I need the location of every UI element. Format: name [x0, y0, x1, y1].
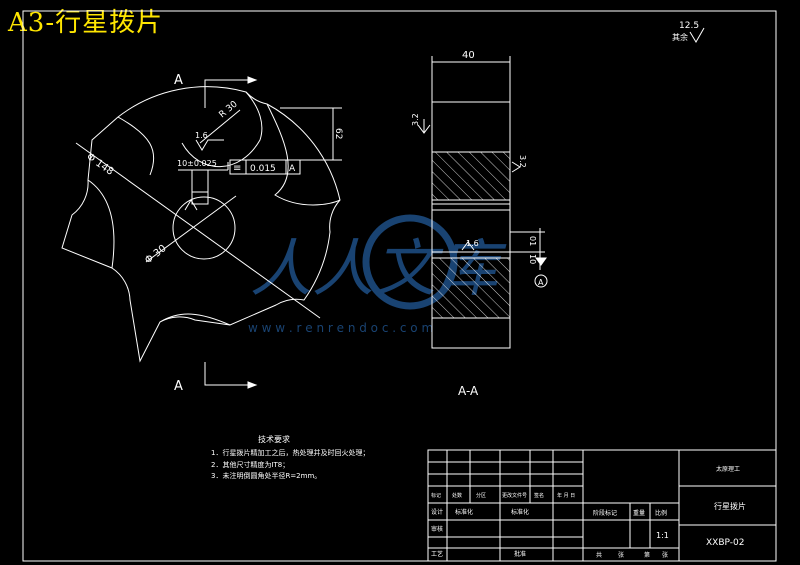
tb-rev-h1: 处数: [452, 492, 462, 499]
tb-page: 第: [644, 551, 650, 559]
rough-sec-left-val: 3.2: [411, 113, 420, 126]
sheet-border: [22, 10, 777, 562]
bore-leader: [145, 195, 237, 263]
slot-arc-3: [266, 103, 341, 206]
datum-circle: [534, 274, 548, 288]
tb-process: 工艺: [431, 550, 443, 558]
dia-leader: [75, 142, 321, 319]
sec-dim-small2: 10: [528, 254, 537, 264]
tb-rev-h0: 标记: [431, 492, 441, 499]
dim-62: 62: [333, 128, 343, 139]
datum-triangle: [535, 257, 547, 266]
section-mark-top: A: [174, 73, 183, 88]
tb-sheet2: 张: [662, 551, 668, 559]
star-outline: [61, 86, 341, 363]
tb-scale-label: 比例: [655, 509, 667, 517]
title-block: [427, 449, 777, 562]
tech-line-1: 1．行星拨片精加工之后，热处理并及时回火处理；: [211, 448, 369, 457]
slot-arc-1: [117, 116, 155, 176]
keyway-width: 10±0.025: [177, 159, 217, 168]
tb-sheet: 张: [618, 551, 624, 559]
slot-arc-2: [181, 91, 263, 168]
tb-weight-label: 重量: [633, 509, 645, 517]
sec-dim-small: 01: [528, 236, 537, 246]
section-arrow-bottom: [204, 362, 248, 386]
keyway: [191, 191, 209, 205]
radius-leader: [199, 109, 241, 144]
tb-design: 设计: [431, 508, 443, 516]
rough-sec-left: [417, 119, 431, 134]
tb-outer: [427, 449, 777, 562]
rough-sec-right: [511, 161, 521, 173]
tb-standardize2: 标准化: [511, 508, 529, 516]
tb-rev-h4: 签名: [534, 492, 544, 499]
section-mark-bottom: A: [174, 379, 183, 394]
slot-arc-4: [87, 179, 115, 269]
watermark-url: w w w . r e n r e n d o c . c o m: [248, 321, 433, 335]
hatch-lower: [431, 257, 511, 319]
corner-roughness-label: 其余: [672, 32, 688, 42]
radius-label: R 30: [218, 99, 240, 120]
datum-marker: A: [538, 278, 544, 287]
section-arrowhead-top: [247, 76, 258, 84]
tb-review: 审核: [431, 525, 443, 533]
tb-rev-h2: 分区: [476, 492, 486, 499]
section-arrowhead-bottom: [247, 381, 258, 389]
tech-line-3: 3．未注明倒圆角处半径R=2mm。: [211, 471, 321, 480]
tb-stage-label: 阶段标记: [593, 509, 617, 517]
corner-roughness-value: 12.5: [679, 21, 699, 31]
tb-rev-h3: 更改文件号: [502, 492, 527, 499]
center-bore: [172, 196, 236, 260]
corner-roughness-symbol: [689, 27, 705, 43]
tb-drawing-no: XXBP-02: [706, 538, 744, 548]
tech-heading: 技术要求: [258, 434, 290, 444]
section-view: [417, 56, 548, 349]
tb-rev-h5: 年 月 日: [557, 492, 575, 499]
roughness-front-symbol: [195, 139, 224, 151]
tb-approve: 批准: [514, 550, 526, 558]
tol-cell-3: [285, 159, 301, 175]
tolerance-frame: [229, 159, 301, 175]
tb-part-name: 行星拨片: [714, 501, 746, 511]
drawing-title: A3-行星拨片: [8, 8, 164, 38]
bore-dia-label: Φ 30: [143, 243, 169, 266]
tb-total: 共: [596, 551, 602, 559]
rough-sec-bore: [461, 241, 475, 251]
tech-line-2: 2．其他尺寸精度为IT8；: [211, 460, 289, 469]
section-body: [431, 101, 511, 349]
dim-40: 40: [462, 50, 475, 61]
rough-sec-bore-val: 1.6: [466, 239, 479, 248]
section-view-label: A-A: [458, 384, 479, 398]
rough-sec-right-val: 3.2: [518, 155, 527, 168]
roughness-front: 1.6: [195, 131, 208, 140]
roughness-key-symbol: [184, 199, 198, 211]
tb-scale-value: 1:1: [656, 531, 669, 540]
section-arrow-top: [204, 79, 248, 108]
tol-value: 0.015: [250, 164, 276, 174]
tol-symbol: ≡: [233, 163, 241, 174]
hatch-upper: [431, 151, 511, 201]
tol-datum: A: [289, 164, 296, 174]
tb-school: 太原理工: [716, 465, 740, 473]
front-view: [61, 76, 342, 389]
slot-arc-5: [159, 313, 231, 326]
tb-standardize: 标准化: [455, 508, 473, 516]
